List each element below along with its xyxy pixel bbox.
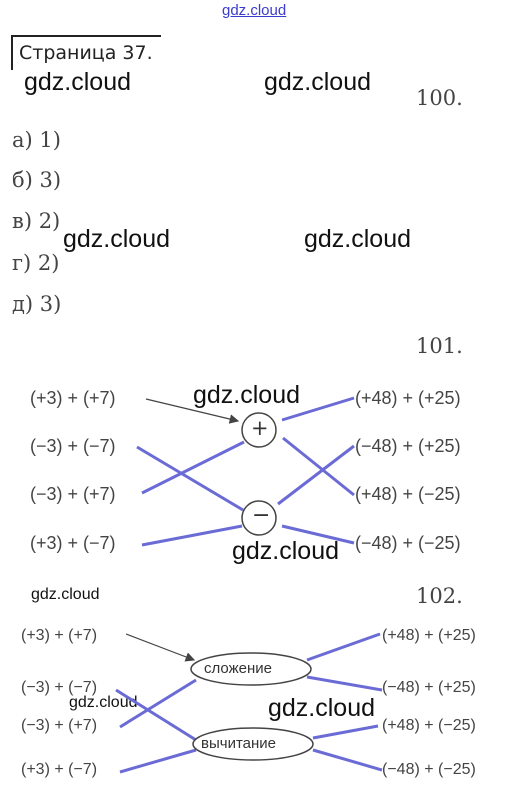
match-line	[281, 524, 355, 545]
right-expression: (−48) + (−25)	[355, 533, 461, 553]
watermark-top[interactable]: gdz.cloud	[222, 2, 287, 19]
answer-item: г) 2)	[12, 251, 60, 275]
right-expression: (−48) + (−25)	[382, 761, 476, 778]
match-line	[119, 678, 197, 729]
right-expression: (−48) + (+25)	[355, 436, 461, 456]
watermark: gdz.cloud	[268, 694, 376, 722]
match-line	[281, 396, 355, 422]
match-line	[306, 675, 383, 692]
watermark: gdz.cloud	[24, 68, 132, 96]
right-expression: (+48) + (−25)	[355, 484, 461, 504]
match-line	[306, 632, 381, 662]
left-expression: (−3) + (−7)	[21, 679, 98, 696]
match-line	[312, 724, 379, 740]
arrow-line	[145, 398, 240, 424]
addition-label: сложение	[204, 660, 272, 677]
right-expression: (−48) + (+25)	[382, 679, 476, 696]
right-expression: (+48) + (+25)	[355, 388, 461, 408]
subtraction-ellipse	[192, 727, 314, 761]
match-line	[141, 524, 243, 547]
watermark: gdz.cloud	[69, 694, 138, 711]
left-expression: (+3) + (+7)	[30, 388, 116, 408]
watermark: gdz.cloud	[193, 381, 301, 409]
left-expression: (+3) + (−7)	[21, 761, 98, 778]
match-line	[277, 444, 355, 506]
plus-sign: +	[251, 416, 269, 440]
page-title: Страница 37.	[11, 35, 161, 70]
answer-item: в) 2)	[12, 209, 61, 233]
subtraction-label: вычитание	[201, 735, 276, 752]
arrow-line	[125, 633, 196, 662]
match-line	[119, 748, 197, 774]
match-line	[141, 440, 245, 495]
watermark: gdz.cloud	[304, 225, 412, 253]
exercise-number-102: 102.	[416, 584, 463, 608]
watermark: gdz.cloud	[264, 68, 372, 96]
left-expression: (−3) + (+7)	[30, 484, 116, 504]
match-line	[282, 436, 355, 497]
minus-circle	[241, 500, 277, 536]
match-line	[115, 688, 197, 742]
exercise-number-101: 101.	[416, 334, 463, 358]
left-expression: (+3) + (−7)	[30, 533, 116, 553]
watermark: gdz.cloud	[31, 586, 100, 603]
right-expression: (+48) + (+25)	[382, 627, 476, 644]
plus-circle	[241, 412, 277, 448]
answer-item: б) 3)	[12, 168, 62, 192]
right-expression: (+48) + (−25)	[382, 717, 476, 734]
exercise-number-100: 100.	[416, 86, 463, 110]
answer-item: а) 1)	[12, 128, 61, 152]
minus-sign: −	[252, 503, 271, 528]
match-line	[312, 748, 383, 772]
match-line	[136, 445, 244, 512]
answer-item: д) 3)	[12, 292, 62, 316]
left-expression: (+3) + (+7)	[21, 627, 98, 644]
addition-ellipse	[190, 652, 312, 686]
watermark: gdz.cloud	[63, 225, 171, 253]
left-expression: (−3) + (+7)	[21, 717, 98, 734]
watermark: gdz.cloud	[232, 537, 340, 565]
left-expression: (−3) + (−7)	[30, 436, 116, 456]
